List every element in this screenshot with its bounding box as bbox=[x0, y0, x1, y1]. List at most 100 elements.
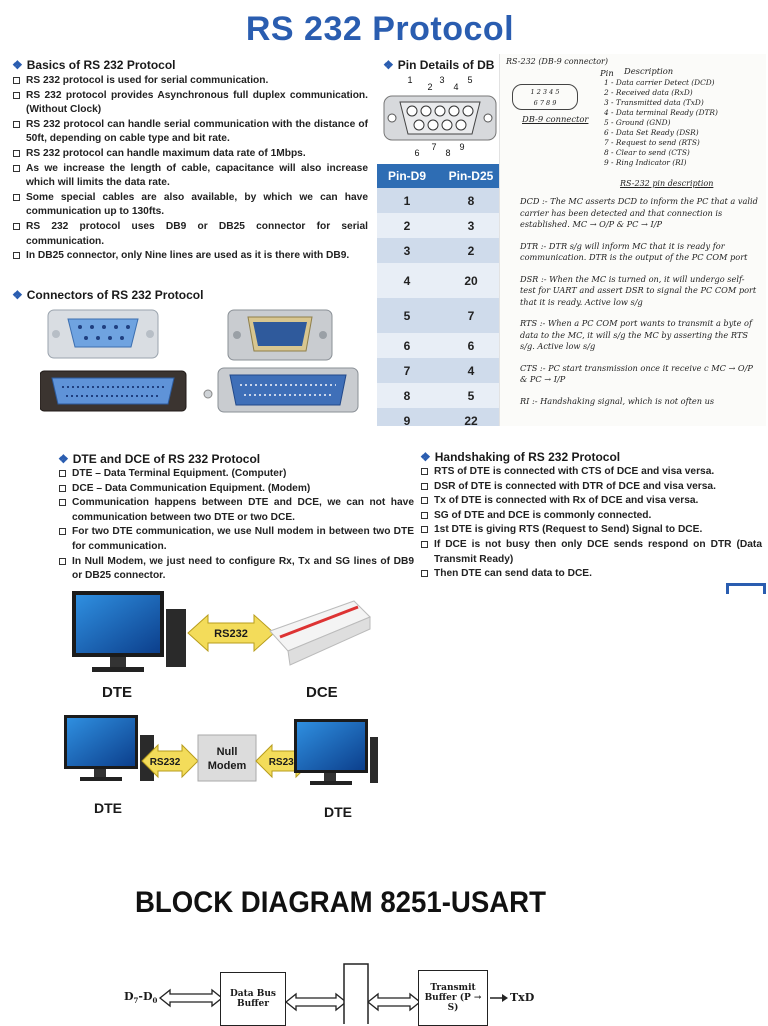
dte-dce-item: Communication happens between DTE and DC… bbox=[58, 496, 414, 525]
basics-heading: ❖Basics of RS 232 Protocol bbox=[12, 58, 176, 72]
computer-icon bbox=[72, 591, 186, 672]
db9-female-connector-image bbox=[47, 309, 159, 359]
notes-header: RS-232 (DB-9 connector) bbox=[506, 57, 609, 66]
corner-bracket bbox=[726, 583, 766, 594]
connectors-heading: ❖Connectors of RS 232 Protocol bbox=[12, 288, 204, 302]
signal-notes: DCD :- The MC asserts DCD to inform the … bbox=[502, 196, 760, 417]
pin-description-item: 4 - Data terminal Ready (DTR) bbox=[604, 108, 718, 117]
pin-number-label: 1 bbox=[407, 75, 412, 85]
txd-output-label: TxD bbox=[510, 991, 535, 1004]
pin-description-item: 1 - Data carrier Detect (DCD) bbox=[604, 78, 715, 87]
pin-d9-cell: 6 bbox=[377, 333, 437, 358]
pin-description-item: 3 - Transmitted data (TxD) bbox=[604, 98, 704, 107]
basics-item: RS 232 protocol uses DB9 or DB25 connect… bbox=[12, 220, 368, 249]
usart-block-diagram bbox=[158, 963, 508, 1024]
pin-d9-cell: 1 bbox=[377, 188, 437, 213]
pin-description-item: 6 - Data Set Ready (DSR) bbox=[604, 128, 699, 137]
pin-d25-cell: 5 bbox=[436, 383, 499, 408]
pin-description-item: 9 - Ring Indicator (RI) bbox=[604, 158, 687, 167]
basics-item: In DB25 connector, only Nine lines are u… bbox=[12, 249, 368, 264]
pin-number-label: 2 bbox=[427, 82, 432, 92]
dte-label: DTE bbox=[102, 684, 132, 701]
block-diagram-title: BLOCK DIAGRAM 8251-USART bbox=[135, 886, 546, 919]
dte-dce-heading: ❖DTE and DCE of RS 232 Protocol bbox=[58, 452, 261, 466]
pin-d25-cell: 20 bbox=[436, 263, 499, 298]
pin-number-label: 9 bbox=[459, 142, 464, 152]
handshaking-item: SG of DTE and DCE is commonly connected. bbox=[420, 509, 762, 524]
handshaking-section: ❖Handshaking of RS 232 Protocol RTS of D… bbox=[420, 450, 762, 582]
basics-item: RS 232 protocol can handle serial commun… bbox=[12, 118, 368, 147]
pin-d9-cell: 8 bbox=[377, 383, 437, 408]
handshaking-heading: ❖Handshaking of RS 232 Protocol bbox=[420, 450, 621, 464]
sketch-numbers: 1 2 3 4 5 bbox=[530, 88, 560, 96]
pin-details-heading: ❖Pin Details of DB bbox=[383, 58, 495, 72]
connector-photos bbox=[40, 309, 359, 413]
null-modem-label-line1: Null bbox=[217, 746, 238, 758]
notes-pin-label: Pin bbox=[600, 68, 614, 78]
pin-d25-cell: 4 bbox=[436, 358, 499, 383]
computer-icon bbox=[294, 719, 378, 785]
pin-d25-cell: 7 bbox=[436, 298, 499, 333]
dte-dce-diagram: RS232 DTE DCE RS232 Null Modem RS232 DTE… bbox=[64, 591, 378, 820]
basics-item: RS 232 protocol can handle maximum data … bbox=[12, 147, 368, 162]
db9-sketch: 1 2 3 4 5 6 7 8 9 bbox=[512, 84, 578, 110]
handshaking-item: 1st DTE is giving RTS (Request to Send) … bbox=[420, 523, 762, 538]
null-modem-box bbox=[197, 734, 257, 782]
basics-item: RS 232 protocol provides Asynchronous fu… bbox=[12, 89, 368, 118]
dte-dce-item: DTE – Data Terminal Equipment. (Computer… bbox=[58, 467, 414, 482]
pin-d25-cell: 2 bbox=[436, 238, 499, 263]
transmit-buffer-block: Transmit Buffer (P → S) bbox=[418, 970, 488, 1026]
pin-number-label: 6 bbox=[414, 148, 419, 158]
dte-dce-item: For two DTE communication, we use Null m… bbox=[58, 525, 414, 554]
diamond-bullet-icon: ❖ bbox=[383, 58, 394, 72]
rs232-label: RS232 bbox=[214, 628, 248, 640]
pin-description-list: 1 - Data carrier Detect (DCD)2 - Receive… bbox=[604, 78, 718, 168]
modem-icon bbox=[269, 600, 371, 666]
diamond-bullet-icon: ❖ bbox=[12, 288, 23, 302]
pin-d9-cell: 2 bbox=[377, 213, 437, 238]
pin-d25-cell: 8 bbox=[436, 188, 499, 213]
handwritten-notes: RS-232 (DB-9 connector) Pin Description … bbox=[499, 54, 766, 426]
pin-number-label: 4 bbox=[453, 82, 458, 92]
page-title: RS 232 Protocol bbox=[245, 10, 515, 48]
db9-connector-label: DB-9 connector bbox=[522, 114, 589, 124]
pin-d9-cell: 3 bbox=[377, 238, 437, 263]
pin-d9-cell: 7 bbox=[377, 358, 437, 383]
dte-dce-item: In Null Modem, we just need to configure… bbox=[58, 555, 414, 584]
pin-d9-cell: 5 bbox=[377, 298, 437, 333]
db25-female-connector-image bbox=[40, 370, 187, 412]
null-modem-label-line2: Modem bbox=[208, 760, 247, 772]
pin-number-label: 8 bbox=[445, 148, 450, 158]
handshaking-list: RTS of DTE is connected with CTS of DCE … bbox=[420, 465, 762, 582]
column-header: Pin-D9 bbox=[377, 164, 437, 188]
signal-note: DCD :- The MC asserts DCD to inform the … bbox=[520, 196, 758, 229]
column-header: Pin-D25 bbox=[436, 164, 499, 188]
notes-description-label: Description bbox=[624, 66, 674, 76]
pin-description-item: 2 - Received data (RxD) bbox=[604, 88, 693, 97]
pin-description-caption: RS-232 pin description bbox=[620, 179, 714, 188]
dte-label: DTE bbox=[94, 800, 122, 816]
basics-item: Some special cables are also available, … bbox=[12, 191, 368, 220]
handshaking-item: Tx of DTE is connected with Rx of DCE an… bbox=[420, 494, 762, 509]
dte-dce-list: DTE – Data Terminal Equipment. (Computer… bbox=[58, 467, 414, 584]
pin-description-item: 7 - Request to send (RTS) bbox=[604, 138, 700, 147]
pin-description-item: 5 - Ground (GND) bbox=[604, 118, 671, 127]
pin-d25-cell: 6 bbox=[436, 333, 499, 358]
signal-note: DTR :- DTR s/g will inform MC that it is… bbox=[520, 240, 748, 263]
computer-icon bbox=[64, 715, 154, 781]
basics-list: RS 232 protocol is used for serial commu… bbox=[12, 74, 368, 264]
data-bus-buffer-block: Data Bus Buffer bbox=[220, 972, 286, 1026]
dce-label: DCE bbox=[306, 684, 338, 701]
data-bus-input-label: D7-D0 bbox=[124, 990, 158, 1006]
sketch-numbers: 6 7 8 9 bbox=[533, 99, 557, 107]
dte-label: DTE bbox=[324, 804, 352, 820]
